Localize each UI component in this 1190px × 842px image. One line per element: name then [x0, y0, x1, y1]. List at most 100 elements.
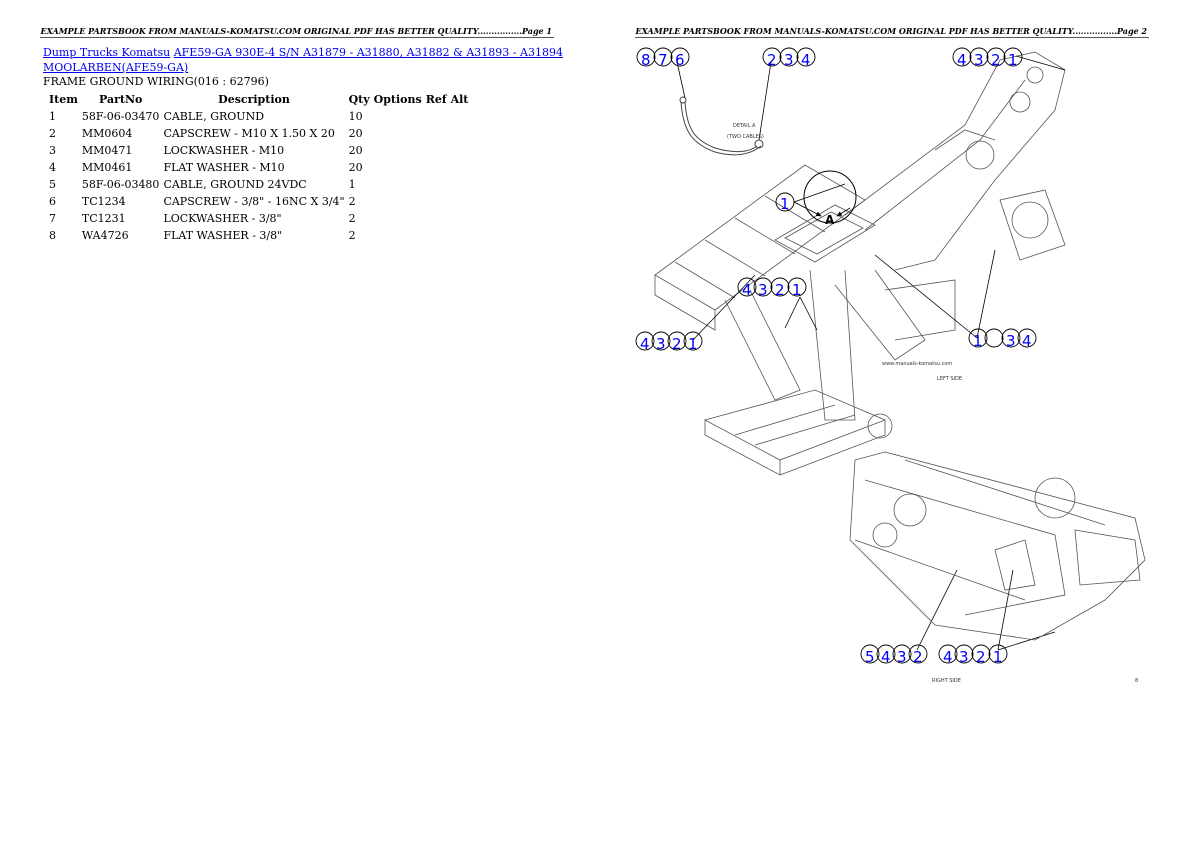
- callout-number: 3: [1006, 332, 1016, 350]
- cell-qty: 2: [348, 212, 356, 225]
- callout-number: 7: [658, 51, 668, 69]
- header-divider: [40, 37, 554, 38]
- cell-item: 2: [49, 127, 56, 140]
- cell-qty: 1: [348, 178, 356, 191]
- callout-group-4321-top: [952, 47, 1023, 67]
- left-side-label: LEFT SIDE: [937, 376, 962, 382]
- callout-number: 3: [897, 648, 907, 666]
- cell-item: 4: [49, 161, 56, 174]
- callout-number: 1: [993, 648, 1003, 666]
- cell-item: 7: [49, 212, 56, 225]
- callout-number: 1: [973, 332, 983, 350]
- callout-group-4321-left: [635, 331, 703, 351]
- callout-number: 4: [881, 648, 891, 666]
- parts-table: Item PartNo Description Qty Options Ref …: [45, 91, 470, 244]
- cell-partno: MM0461: [81, 161, 133, 174]
- cell-item: 1: [49, 110, 56, 123]
- col-header-options: Options: [373, 93, 422, 106]
- cell-description: CAPSCREW - M10 X 1.50 X 20: [163, 127, 335, 140]
- section-title: FRAME GROUND WIRING(016 : 62796): [43, 75, 269, 88]
- cell-qty: 20: [348, 144, 363, 157]
- table-row: 1 58F-06-03470 CABLE, GROUND 10: [45, 108, 470, 125]
- leader-lines: [692, 55, 1066, 651]
- callout-group-1-detail: [775, 192, 795, 212]
- callout-number: 1: [1008, 51, 1018, 69]
- table-row: 6 TC1234 CAPSCREW - 3/8" - 16NC X 3/4" 2: [45, 193, 470, 210]
- detail-a-circle: [803, 170, 857, 224]
- breadcrumb-link-moolarben[interactable]: MOOLARBEN(AFE59-GA): [43, 61, 189, 74]
- table-row: 7 TC1231 LOCKWASHER - 3/8" 2: [45, 210, 470, 227]
- table-row: 3 MM0471 LOCKWASHER - M10 20: [45, 142, 470, 159]
- cell-qty: 10: [348, 110, 363, 123]
- page-header: EXAMPLE PARTSBOOK FROM MANUALS-KOMATSU.C…: [40, 26, 552, 36]
- callout-number: 2: [991, 51, 1001, 69]
- table-row: 2 MM0604 CAPSCREW - M10 X 1.50 X 20 20: [45, 125, 470, 142]
- detail-a-sublabel: (TWO CABLES): [727, 134, 764, 140]
- cell-qty: 20: [348, 161, 363, 174]
- callout-number: 3: [758, 281, 768, 299]
- callout-number: 1: [792, 281, 802, 299]
- frame-right-side: [849, 451, 1146, 641]
- cell-description: LOCKWASHER - 3/8": [163, 212, 282, 225]
- cell-partno: 58F-06-03480: [81, 178, 160, 191]
- watermark-text: www.manuals-komatsu.com: [882, 361, 952, 367]
- col-header-partno: PartNo: [98, 93, 143, 106]
- breadcrumb: Dump Trucks Komatsu AFE59-GA 930E-4 S/N …: [43, 46, 563, 59]
- col-header-alt: Alt: [450, 93, 469, 106]
- callout-number: 2: [913, 648, 923, 666]
- col-header-ref: Ref: [425, 93, 447, 106]
- cell-description: FLAT WASHER - 3/8": [163, 229, 283, 242]
- cell-qty: 2: [348, 195, 356, 208]
- callout-number: 1: [688, 335, 698, 353]
- frame-left-side: [654, 51, 1066, 476]
- cell-description: CABLE, GROUND: [163, 110, 265, 123]
- cell-item: 6: [49, 195, 56, 208]
- callout-number: 3: [959, 648, 969, 666]
- table-row: 5 58F-06-03480 CABLE, GROUND 24VDC 1: [45, 176, 470, 193]
- cell-description: LOCKWASHER - M10: [163, 144, 285, 157]
- col-header-qty: Qty: [348, 93, 370, 106]
- cell-partno: MM0604: [81, 127, 133, 140]
- detail-a-label: DETAIL A: [733, 123, 756, 129]
- page-2: EXAMPLE PARTSBOOK FROM MANUALS-KOMATSU.C…: [595, 0, 1190, 842]
- cell-item: 5: [49, 178, 56, 191]
- header-divider: [635, 37, 1149, 38]
- right-side-label: RIGHT SIDE: [932, 678, 961, 684]
- cell-item: 8: [49, 229, 56, 242]
- cell-description: CABLE, GROUND 24VDC: [163, 178, 307, 191]
- cell-qty: 2: [348, 229, 356, 242]
- cell-qty: 20: [348, 127, 363, 140]
- table-row: 8 WA4726 FLAT WASHER - 3/8" 2: [45, 227, 470, 244]
- callout-number: 2: [767, 51, 777, 69]
- col-header-item: Item: [49, 93, 78, 106]
- frame-ground-wiring-diagram: DETAIL A (TWO CABLES): [635, 47, 1146, 684]
- callout-number: 2: [672, 335, 682, 353]
- breadcrumb-link-model[interactable]: AFE59-GA 930E-4 S/N A31879 - A31880, A31…: [173, 46, 563, 59]
- page-mark: 8: [1135, 678, 1138, 684]
- cell-item: 3: [49, 144, 56, 157]
- page-header: EXAMPLE PARTSBOOK FROM MANUALS-KOMATSU.C…: [635, 26, 1147, 36]
- cell-partno: 58F-06-03470: [81, 110, 160, 123]
- callout-number: 4: [943, 648, 953, 666]
- callout-number: 3: [784, 51, 794, 69]
- cell-partno: MM0471: [81, 144, 133, 157]
- callout-group-4321-bottom: [938, 644, 1008, 664]
- callout-group-4321-mid: [737, 277, 807, 297]
- callout-number: 8: [641, 51, 651, 69]
- callout-number: 4: [1022, 332, 1032, 350]
- cell-partno: WA4726: [81, 229, 129, 242]
- col-header-description: Description: [218, 93, 290, 106]
- page-1: EXAMPLE PARTSBOOK FROM MANUALS-KOMATSU.C…: [40, 26, 563, 244]
- callout-number: 6: [675, 51, 685, 69]
- cell-description: FLAT WASHER - M10: [163, 161, 285, 174]
- cell-partno: TC1231: [81, 212, 126, 225]
- callout-group-876: [636, 47, 690, 67]
- callout-group-234: [762, 47, 816, 67]
- callout-number: 5: [865, 648, 875, 666]
- callout-number: 4: [801, 51, 811, 69]
- callout-group-5432: [860, 644, 928, 664]
- callout-number: 4: [640, 335, 650, 353]
- callout-number: 2: [775, 281, 785, 299]
- callout-number: 3: [974, 51, 984, 69]
- breadcrumb-link-dump-trucks[interactable]: Dump Trucks Komatsu: [43, 46, 171, 59]
